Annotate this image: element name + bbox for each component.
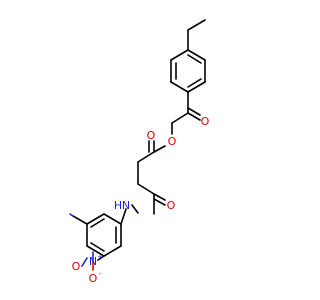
bond bbox=[86, 245, 105, 257]
bond bbox=[137, 151, 155, 163]
bond bbox=[187, 81, 206, 93]
bond bbox=[90, 242, 105, 252]
bond bbox=[153, 198, 166, 206]
bond bbox=[153, 193, 166, 201]
amide-nitrogen-label: N bbox=[122, 199, 130, 212]
bond bbox=[90, 218, 105, 228]
bond bbox=[97, 255, 105, 261]
bonds bbox=[69, 19, 206, 271]
bond bbox=[69, 213, 74, 217]
nitro-oxygen-bottom-label: O bbox=[89, 272, 98, 285]
bond bbox=[171, 112, 189, 124]
ketone-oxygen-label: O bbox=[201, 115, 210, 128]
bond bbox=[103, 245, 122, 257]
atom-labels: O O O O H N N + O O - bbox=[72, 115, 210, 285]
nitro-nitrogen-label: N bbox=[89, 255, 97, 268]
bond bbox=[81, 257, 88, 267]
bond bbox=[86, 213, 105, 225]
bond bbox=[187, 107, 201, 116]
nitro-oxygen-charge: - bbox=[99, 270, 102, 278]
bond bbox=[153, 145, 166, 153]
amide-hydrogen-label: H bbox=[114, 199, 122, 212]
bond bbox=[187, 78, 202, 88]
bond bbox=[120, 208, 127, 225]
ester-oxygen-label: O bbox=[168, 135, 177, 148]
bond bbox=[187, 19, 206, 31]
bond bbox=[137, 183, 155, 195]
amide-oxygen-label: O bbox=[167, 199, 176, 212]
bond bbox=[187, 54, 202, 64]
bond bbox=[131, 204, 139, 214]
bond bbox=[187, 49, 206, 61]
bond bbox=[170, 49, 189, 61]
bond bbox=[103, 213, 122, 225]
bond bbox=[187, 112, 201, 121]
bond bbox=[170, 81, 189, 93]
nitro-oxygen-left-label: O bbox=[72, 260, 81, 273]
molecule-structure: O O O O H N N + O O - bbox=[69, 19, 210, 285]
bond bbox=[72, 215, 88, 225]
ester-carbonyl-oxygen-label: O bbox=[147, 129, 156, 142]
nitro-nitrogen-charge: + bbox=[97, 253, 103, 261]
